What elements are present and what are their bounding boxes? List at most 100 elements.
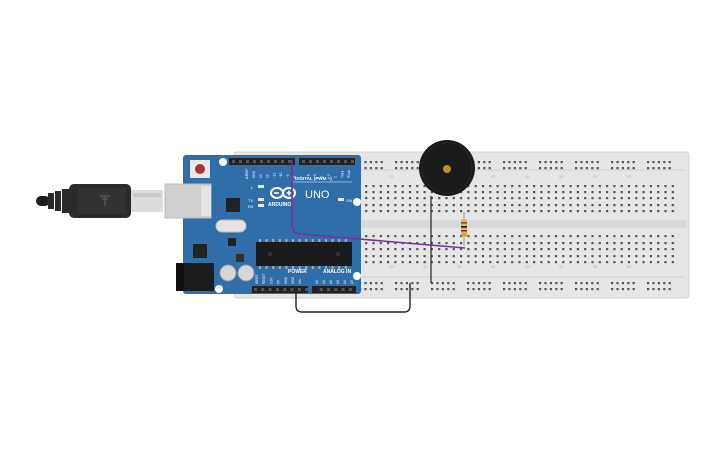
breadboard-hole[interactable]: [416, 248, 419, 251]
breadboard-hole[interactable]: [584, 191, 587, 194]
rail-hole[interactable]: [513, 161, 516, 164]
breadboard-hole[interactable]: [598, 210, 601, 213]
breadboard-hole[interactable]: [430, 235, 433, 238]
breadboard-hole[interactable]: [540, 204, 543, 207]
breadboard-hole[interactable]: [518, 255, 521, 258]
header-pin[interactable]: [290, 288, 294, 291]
breadboard-hole[interactable]: [474, 248, 477, 251]
breadboard-hole[interactable]: [481, 197, 485, 200]
breadboard-hole[interactable]: [496, 197, 499, 200]
breadboard-hole[interactable]: [503, 185, 506, 188]
breadboard-hole[interactable]: [438, 210, 441, 213]
breadboard-hole[interactable]: [401, 185, 404, 188]
breadboard-hole[interactable]: [430, 197, 433, 200]
rail-hole[interactable]: [369, 288, 372, 291]
breadboard-hole[interactable]: [554, 204, 558, 207]
breadboard-hole[interactable]: [533, 261, 536, 264]
breadboard-hole[interactable]: [365, 185, 368, 188]
rail-hole[interactable]: [668, 167, 671, 170]
breadboard-hole[interactable]: [598, 261, 601, 264]
breadboard-hole[interactable]: [496, 248, 499, 251]
breadboard-hole[interactable]: [460, 197, 463, 200]
breadboard-hole[interactable]: [467, 204, 470, 207]
rail-hole[interactable]: [405, 288, 408, 291]
breadboard-hole[interactable]: [467, 235, 470, 238]
header-pin[interactable]: [253, 160, 256, 163]
rail-hole[interactable]: [400, 167, 403, 170]
breadboard-hole[interactable]: [387, 185, 390, 188]
breadboard-hole[interactable]: [379, 248, 382, 251]
breadboard-hole[interactable]: [569, 242, 572, 245]
breadboard-hole[interactable]: [401, 248, 404, 251]
breadboard-hole[interactable]: [430, 204, 433, 207]
header-pin[interactable]: [309, 160, 312, 163]
breadboard-hole[interactable]: [554, 261, 558, 264]
rail-hole[interactable]: [483, 288, 486, 291]
breadboard-hole[interactable]: [664, 242, 667, 245]
breadboard-hole[interactable]: [584, 255, 587, 258]
breadboard-hole[interactable]: [489, 204, 492, 207]
breadboard-hole[interactable]: [562, 204, 565, 207]
rail-hole[interactable]: [508, 167, 511, 170]
breadboard-hole[interactable]: [365, 255, 368, 258]
breadboard-hole[interactable]: [511, 191, 514, 194]
rail-hole[interactable]: [508, 282, 511, 285]
breadboard-hole[interactable]: [562, 235, 565, 238]
rail-hole[interactable]: [503, 288, 506, 291]
breadboard-hole[interactable]: [489, 197, 492, 200]
rail-hole[interactable]: [524, 167, 527, 170]
breadboard-hole[interactable]: [372, 242, 375, 245]
breadboard-hole[interactable]: [664, 210, 667, 213]
breadboard-hole[interactable]: [445, 197, 448, 200]
breadboard-hole[interactable]: [511, 210, 514, 213]
breadboard-hole[interactable]: [452, 197, 455, 200]
rail-hole[interactable]: [555, 282, 558, 285]
breadboard-hole[interactable]: [525, 255, 528, 258]
breadboard-hole[interactable]: [467, 242, 470, 245]
breadboard-hole[interactable]: [657, 235, 660, 238]
breadboard-hole[interactable]: [649, 191, 652, 194]
breadboard-hole[interactable]: [649, 261, 652, 264]
breadboard-hole[interactable]: [613, 248, 616, 251]
breadboard-hole[interactable]: [540, 248, 543, 251]
breadboard-hole[interactable]: [569, 248, 572, 251]
breadboard-hole[interactable]: [554, 185, 558, 188]
breadboard-hole[interactable]: [598, 185, 601, 188]
breadboard-hole[interactable]: [584, 248, 587, 251]
breadboard-hole[interactable]: [591, 261, 594, 264]
breadboard-hole[interactable]: [613, 255, 616, 258]
breadboard-hole[interactable]: [467, 191, 470, 194]
breadboard-hole[interactable]: [423, 235, 426, 238]
breadboard-hole[interactable]: [664, 204, 667, 207]
breadboard-hole[interactable]: [394, 191, 397, 194]
rail-hole[interactable]: [441, 288, 444, 291]
resistor[interactable]: [461, 212, 467, 246]
breadboard-hole[interactable]: [445, 235, 448, 238]
breadboard-hole[interactable]: [569, 185, 572, 188]
breadboard-hole[interactable]: [394, 185, 397, 188]
rail-hole[interactable]: [560, 282, 563, 285]
arduino-uno-board[interactable]: UNO ARDUINO DIGITAL (PWM ~) POWER ANALOG…: [164, 155, 361, 294]
breadboard-hole[interactable]: [591, 242, 594, 245]
breadboard-hole[interactable]: [474, 204, 477, 207]
breadboard-hole[interactable]: [511, 261, 514, 264]
rail-hole[interactable]: [627, 161, 630, 164]
breadboard-hole[interactable]: [481, 255, 485, 258]
breadboard-hole[interactable]: [547, 261, 550, 264]
breadboard-hole[interactable]: [481, 248, 485, 251]
breadboard-hole[interactable]: [547, 197, 550, 200]
breadboard-hole[interactable]: [620, 255, 623, 258]
breadboard-hole[interactable]: [416, 235, 419, 238]
breadboard-hole[interactable]: [664, 248, 667, 251]
rail-hole[interactable]: [596, 282, 599, 285]
breadboard-hole[interactable]: [627, 248, 631, 251]
breadboard-hole[interactable]: [533, 191, 536, 194]
breadboard-hole[interactable]: [518, 191, 521, 194]
breadboard-hole[interactable]: [576, 185, 579, 188]
breadboard-hole[interactable]: [460, 210, 463, 213]
rail-hole[interactable]: [632, 288, 635, 291]
rail-hole[interactable]: [524, 161, 527, 164]
breadboard-hole[interactable]: [481, 185, 485, 188]
breadboard-hole[interactable]: [562, 248, 565, 251]
